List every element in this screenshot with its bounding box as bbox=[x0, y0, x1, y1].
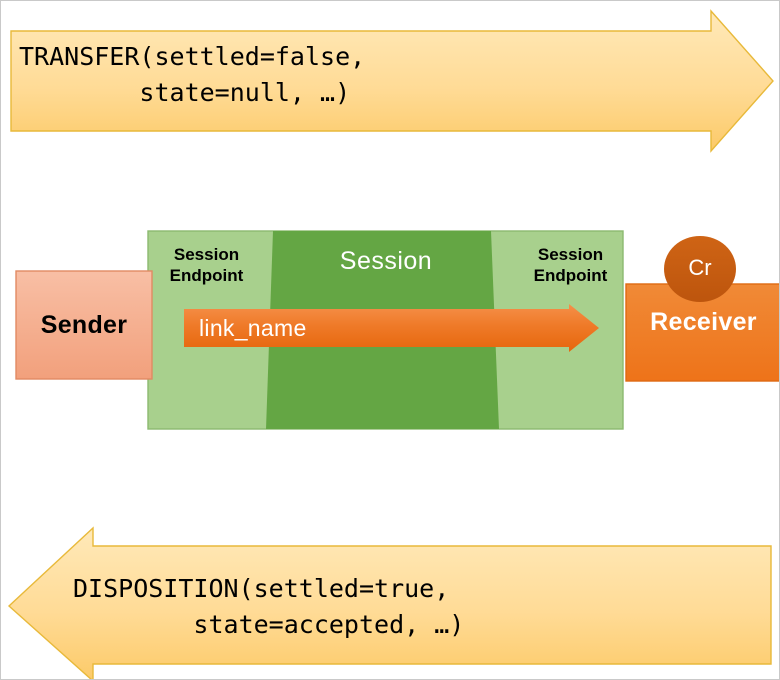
sender-box bbox=[15, 270, 153, 380]
credit-badge-shape bbox=[664, 236, 736, 302]
session-endpoint-left-label: Session Endpoint bbox=[169, 245, 244, 285]
disposition-arrow-shape bbox=[7, 526, 772, 679]
session-label: Session bbox=[339, 247, 433, 275]
transfer-arrow-shape bbox=[10, 9, 774, 153]
disposition-message-label: DISPOSITION(settled=true, state=accepted… bbox=[73, 574, 465, 639]
link-name-label: link_name bbox=[199, 315, 307, 341]
receiver-label: Receiver bbox=[650, 308, 757, 336]
link-name-arrow-shape bbox=[184, 304, 599, 352]
sender-label: Sender bbox=[40, 311, 128, 339]
session-endpoint-right-label: Session Endpoint bbox=[533, 245, 608, 285]
credit-badge-label: Cr bbox=[688, 255, 712, 280]
transfer-message-label: TRANSFER(settled=false, state=null, …) bbox=[19, 42, 366, 107]
